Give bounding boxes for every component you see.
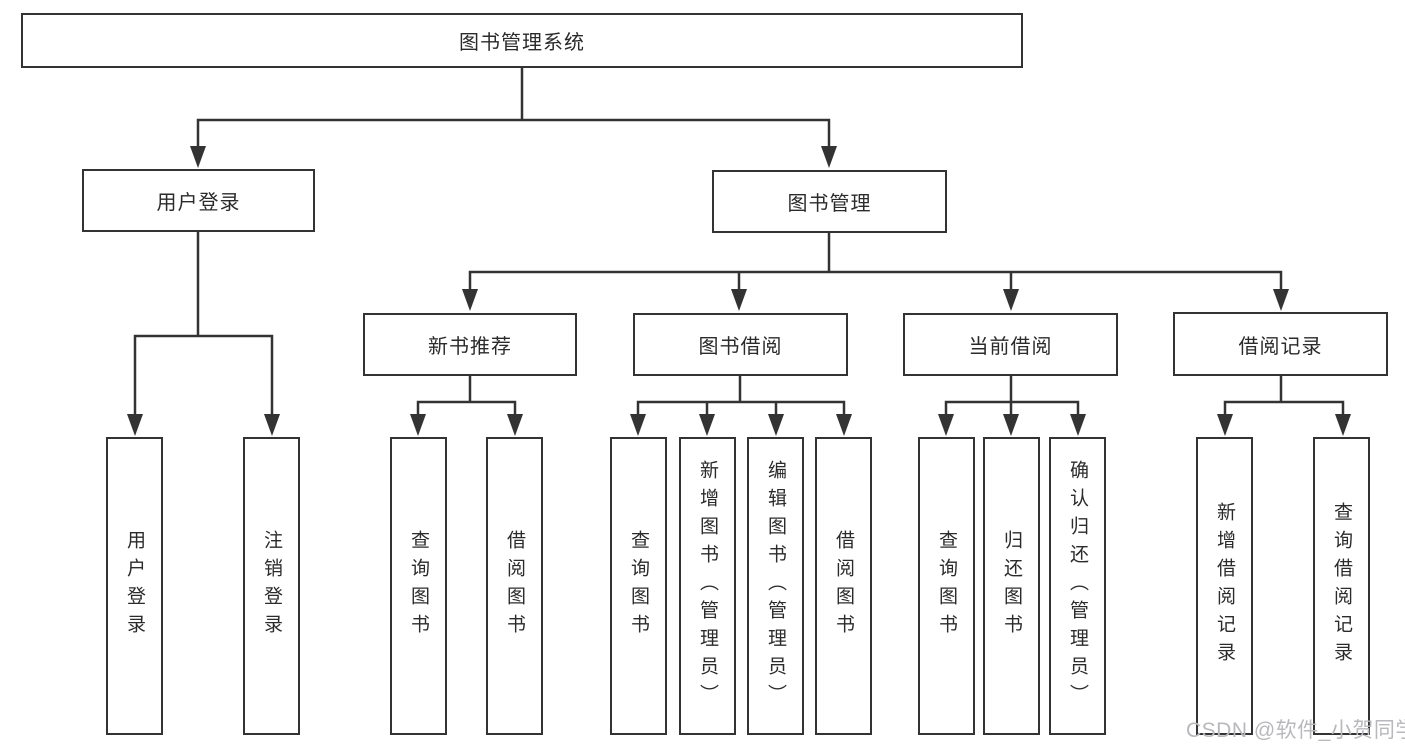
leaf-add-book-admin: 新增图书（管理员） bbox=[679, 437, 736, 735]
leaf-add-borrow-record-label: 新增借阅记录 bbox=[1214, 502, 1235, 670]
node-user-login-label: 用户登录 bbox=[156, 192, 241, 214]
leaf-borrow-books-borrowing-label: 借阅图书 bbox=[833, 530, 854, 642]
leaf-return-books-label: 归还图书 bbox=[1001, 530, 1022, 642]
leaf-query-borrow-record: 查询借阅记录 bbox=[1313, 437, 1370, 735]
node-book-management-label: 图书管理 bbox=[787, 193, 872, 215]
leaf-confirm-return-admin: 确认归还（管理员） bbox=[1049, 437, 1106, 735]
leaf-add-book-admin-label: 新增图书（管理员） bbox=[697, 460, 718, 712]
leaf-edit-book-admin-label: 编辑图书（管理员） bbox=[765, 460, 786, 712]
leaf-query-books-borrowing-label: 查询图书 bbox=[628, 530, 649, 642]
leaf-edit-book-admin: 编辑图书（管理员） bbox=[747, 437, 804, 735]
leaf-query-books-recommend-label: 查询图书 bbox=[408, 530, 429, 642]
node-root: 图书管理系统 bbox=[21, 13, 1023, 68]
node-borrowing-records-label: 借阅记录 bbox=[1238, 335, 1323, 358]
node-user-login: 用户登录 bbox=[82, 169, 315, 232]
node-book-borrowing: 图书借阅 bbox=[633, 313, 848, 376]
node-new-book-recommend-label: 新书推荐 bbox=[428, 336, 512, 358]
node-current-borrowing: 当前借阅 bbox=[903, 313, 1118, 376]
node-borrowing-records: 借阅记录 bbox=[1173, 312, 1388, 376]
leaf-borrow-books-recommend: 借阅图书 bbox=[486, 437, 543, 735]
leaf-borrow-books-borrowing: 借阅图书 bbox=[815, 437, 872, 735]
node-current-borrowing-label: 当前借阅 bbox=[968, 336, 1053, 358]
node-new-book-recommend: 新书推荐 bbox=[363, 313, 577, 376]
leaf-logout: 注销登录 bbox=[243, 437, 300, 735]
csdn-watermark: CSDN @软件_小贺同学 bbox=[1186, 719, 1405, 742]
leaf-user-login-label: 用户登录 bbox=[124, 530, 145, 642]
leaf-add-borrow-record: 新增借阅记录 bbox=[1196, 437, 1253, 735]
node-book-borrowing-label: 图书借阅 bbox=[698, 336, 783, 358]
leaf-user-login: 用户登录 bbox=[106, 437, 163, 735]
node-book-management: 图书管理 bbox=[712, 170, 947, 233]
leaf-borrow-books-recommend-label: 借阅图书 bbox=[504, 530, 525, 642]
leaf-query-books-current-label: 查询图书 bbox=[936, 530, 957, 642]
leaf-query-books-current: 查询图书 bbox=[918, 437, 975, 735]
leaf-query-books-recommend: 查询图书 bbox=[390, 437, 447, 735]
node-root-label: 图书管理系统 bbox=[459, 32, 585, 54]
leaf-query-borrow-record-label: 查询借阅记录 bbox=[1331, 502, 1352, 670]
leaf-confirm-return-admin-label: 确认归还（管理员） bbox=[1067, 460, 1088, 712]
leaf-logout-label: 注销登录 bbox=[261, 530, 282, 642]
leaf-query-books-borrowing: 查询图书 bbox=[610, 437, 667, 735]
leaf-return-books: 归还图书 bbox=[983, 437, 1040, 735]
